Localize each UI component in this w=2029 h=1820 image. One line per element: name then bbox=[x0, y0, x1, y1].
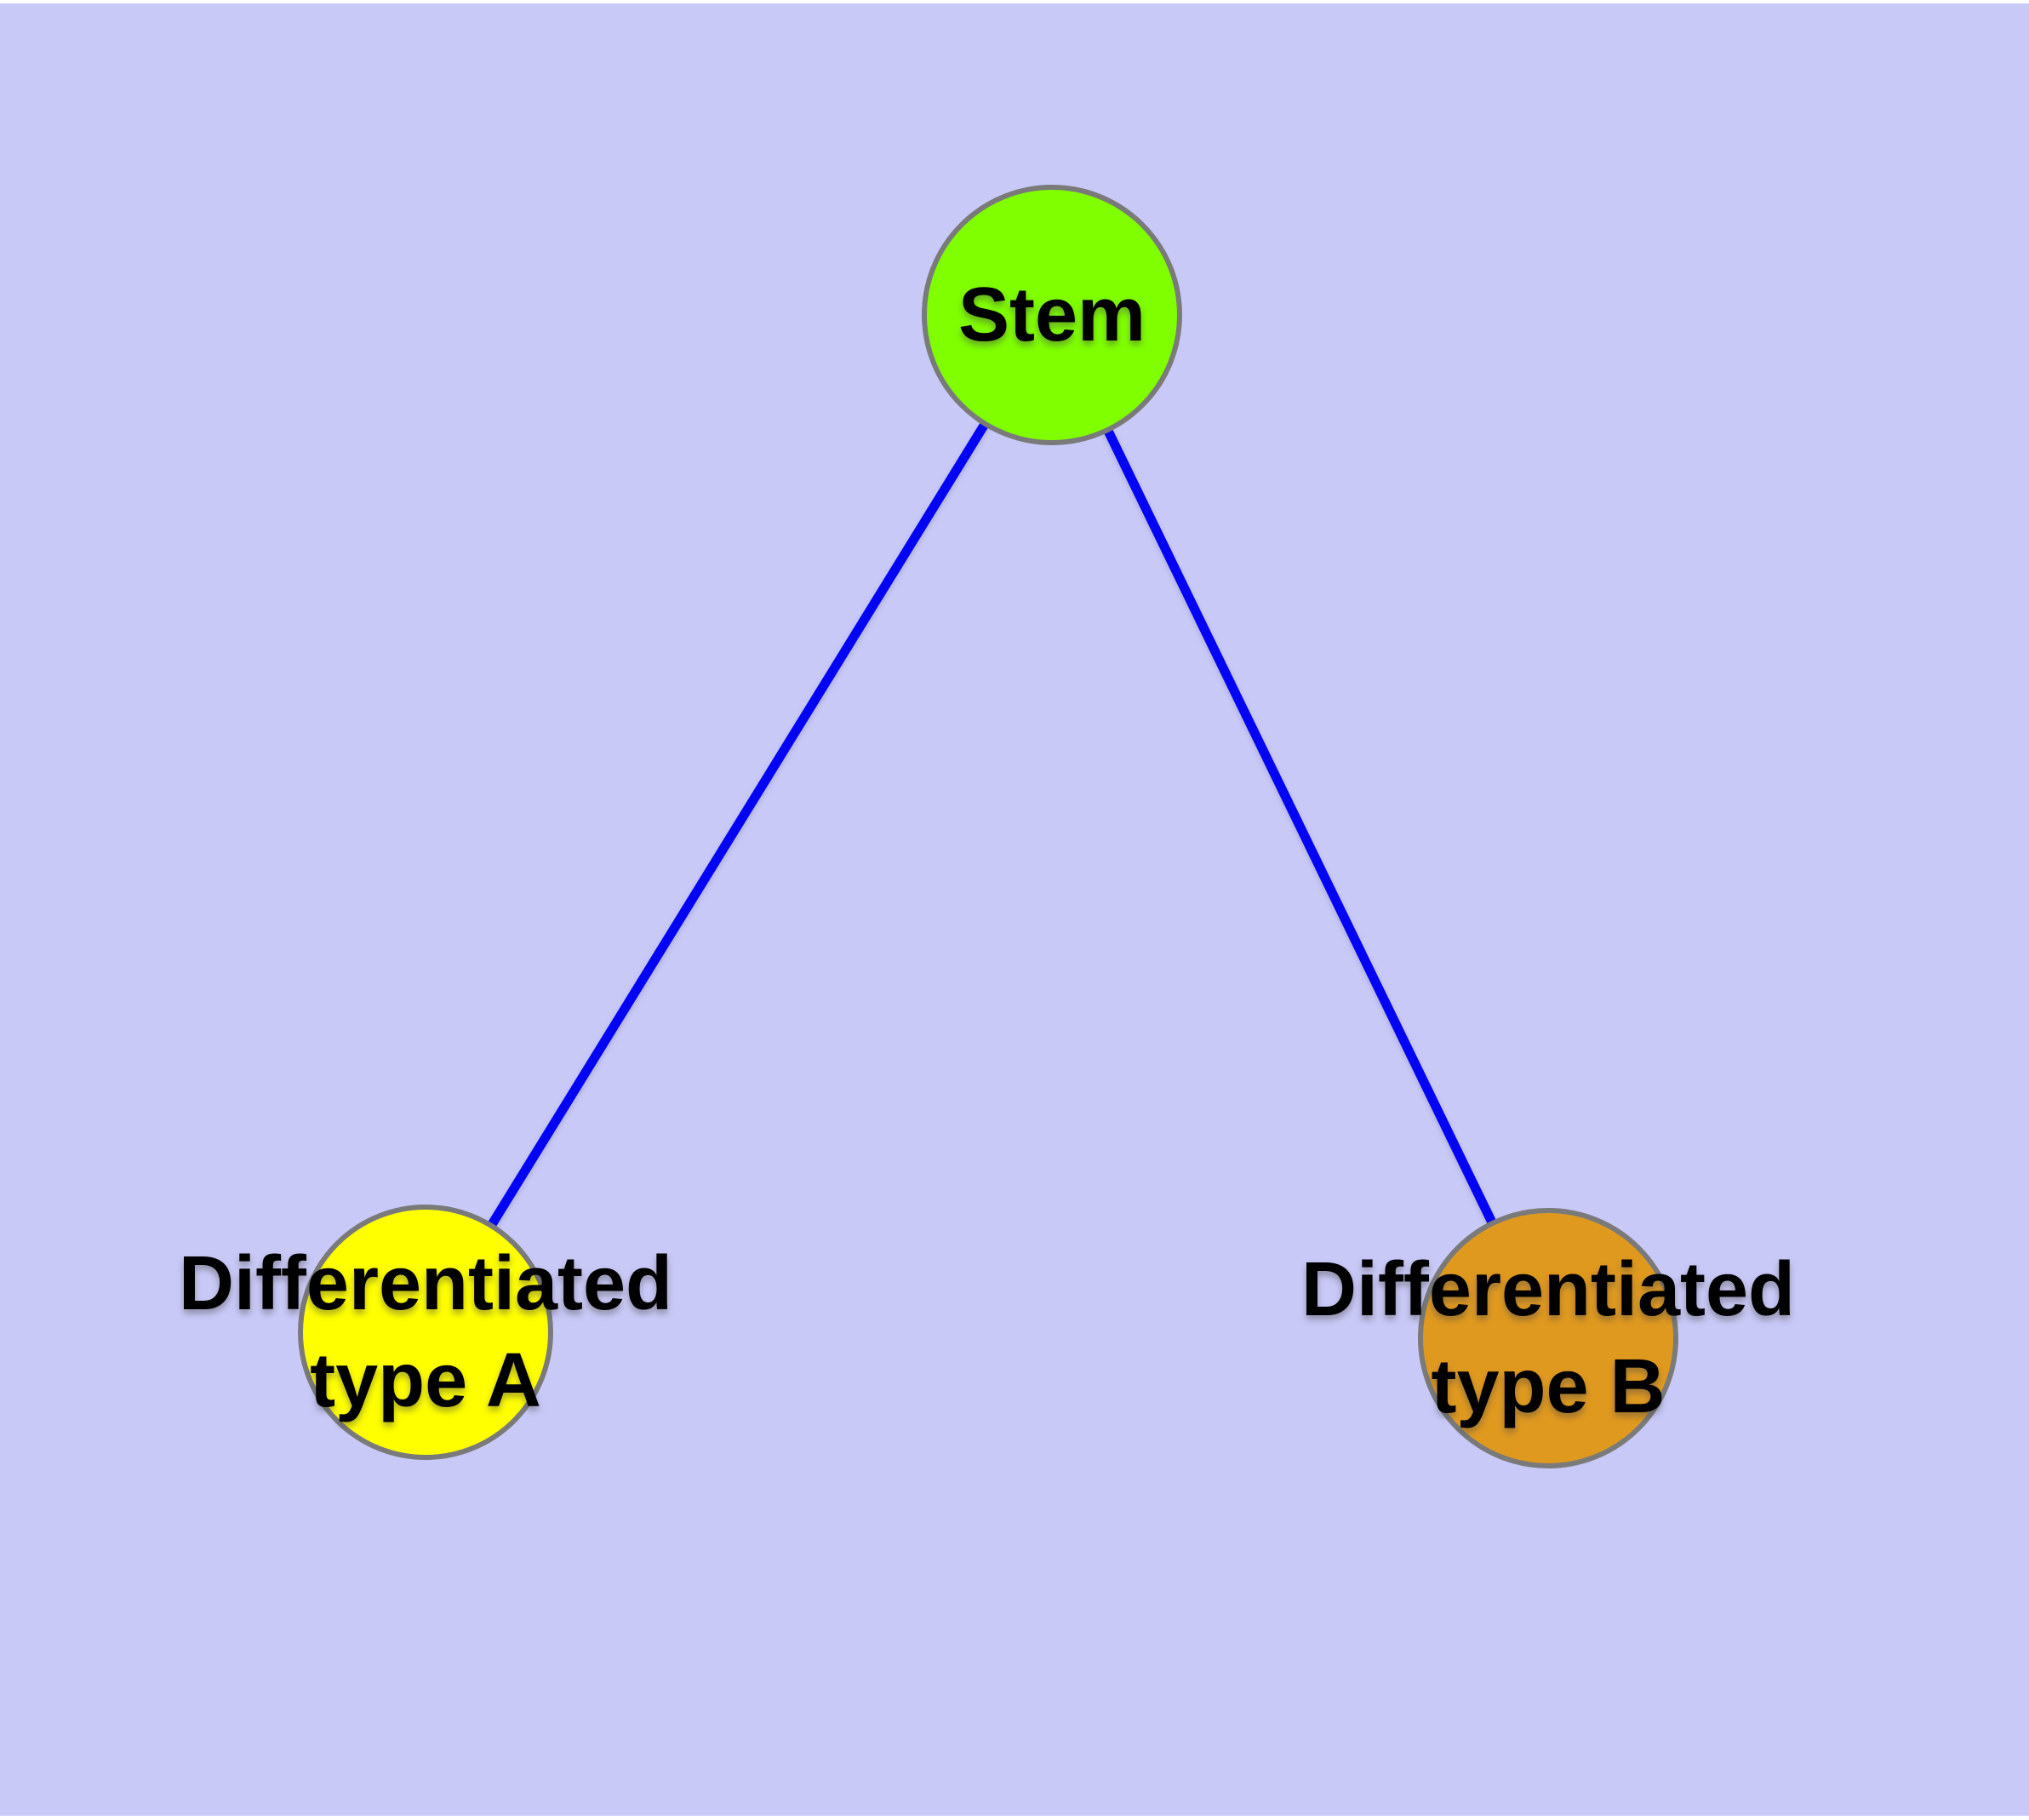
node-label-line: Differentiated bbox=[179, 1241, 672, 1326]
node-label-line: type B bbox=[1431, 1344, 1665, 1429]
edge-stem-typeA bbox=[421, 312, 1056, 1335]
node-label-stem: Stem bbox=[958, 272, 1146, 358]
node-label-line: type A bbox=[310, 1338, 541, 1423]
node-typeA bbox=[298, 1205, 553, 1460]
node-typeB bbox=[1418, 1208, 1678, 1468]
node-label-typeB: Differentiated type B bbox=[1301, 1247, 1795, 1429]
node-label-line: Differentiated bbox=[1301, 1247, 1795, 1332]
edge-stem-typeB bbox=[1048, 312, 1552, 1341]
node-label-typeA: Differentiated type A bbox=[179, 1241, 672, 1423]
node-stem bbox=[922, 185, 1182, 445]
node-label-line: Stem bbox=[958, 272, 1146, 358]
